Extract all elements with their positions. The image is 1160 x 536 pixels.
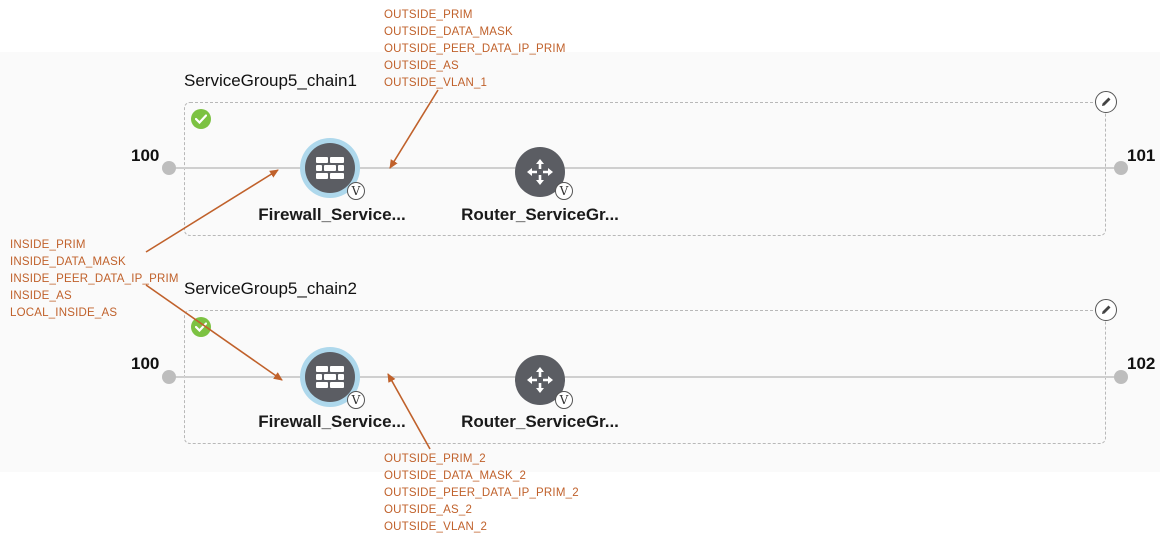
firewall-brick-icon [316, 157, 344, 179]
annotation-line: OUTSIDE_PEER_DATA_IP_PRIM [384, 43, 566, 55]
annotation-line: LOCAL_INSIDE_AS [10, 307, 118, 319]
annotation-line: INSIDE_PRIM [10, 239, 86, 251]
status-ok-icon [191, 109, 211, 129]
arrow-inside-chain1 [145, 169, 279, 253]
vnf-badge-icon: V [555, 391, 573, 409]
firewall-node[interactable] [305, 352, 355, 402]
annotation-line: INSIDE_DATA_MASK [10, 256, 126, 268]
annotation-line: INSIDE_AS [10, 290, 72, 302]
vnf-badge-icon: V [555, 182, 573, 200]
left-endpoint: 100 [131, 354, 160, 373]
annotation-line: OUTSIDE_DATA_MASK_2 [384, 470, 527, 482]
router-label: Router_ServiceGr... [461, 205, 619, 224]
annotation-line: OUTSIDE_VLAN_1 [384, 77, 488, 89]
annotation-line: OUTSIDE_AS [384, 60, 459, 72]
annotation-line: OUTSIDE_DATA_MASK [384, 26, 513, 38]
outside-bottom-annotation: OUTSIDE_PRIM_2 OUTSIDE_DATA_MASK_2 OUTSI… [384, 451, 579, 536]
outside-top-annotation: OUTSIDE_PRIM OUTSIDE_DATA_MASK OUTSIDE_P… [384, 7, 566, 92]
arrow-outside-bottom [387, 373, 431, 450]
chain-box[interactable] [184, 102, 1106, 236]
right-endpoint: 102 [1127, 354, 1156, 373]
firewall-label: Firewall_Service... [258, 205, 406, 224]
firewall-node[interactable] [305, 143, 355, 193]
edit-pencil-icon[interactable] [1095, 91, 1117, 113]
left-endpoint-dot[interactable] [162, 370, 176, 384]
left-endpoint-dot[interactable] [162, 161, 176, 175]
firewall-brick-icon [316, 366, 344, 388]
inside-annotation: INSIDE_PRIM INSIDE_DATA_MASK INSIDE_PEER… [10, 237, 179, 322]
router-arrows-icon [527, 367, 553, 393]
right-endpoint: 101 [1127, 146, 1156, 165]
chain-title: ServiceGroup5_chain1 [184, 71, 357, 90]
right-endpoint-dot[interactable] [1114, 161, 1128, 175]
annotation-line: INSIDE_PEER_DATA_IP_PRIM [10, 273, 179, 285]
arrow-inside-chain2 [145, 284, 283, 381]
router-label: Router_ServiceGr... [461, 412, 619, 431]
chain-title: ServiceGroup5_chain2 [184, 279, 357, 298]
chain-path-line [169, 376, 1121, 378]
firewall-label: Firewall_Service... [258, 412, 406, 431]
annotation-line: OUTSIDE_PEER_DATA_IP_PRIM_2 [384, 487, 579, 499]
annotation-line: OUTSIDE_VLAN_2 [384, 521, 488, 533]
router-arrows-icon [527, 159, 553, 185]
left-endpoint: 100 [131, 146, 160, 165]
right-endpoint-dot[interactable] [1114, 370, 1128, 384]
annotation-line: OUTSIDE_AS_2 [384, 504, 473, 516]
vnf-badge-icon: V [347, 391, 365, 409]
annotation-line: OUTSIDE_PRIM [384, 9, 473, 21]
edit-pencil-icon[interactable] [1095, 299, 1117, 321]
arrow-outside-top [389, 89, 439, 169]
annotation-line: OUTSIDE_PRIM_2 [384, 453, 486, 465]
vnf-badge-icon: V [347, 182, 365, 200]
chain-path-line [169, 167, 1121, 169]
